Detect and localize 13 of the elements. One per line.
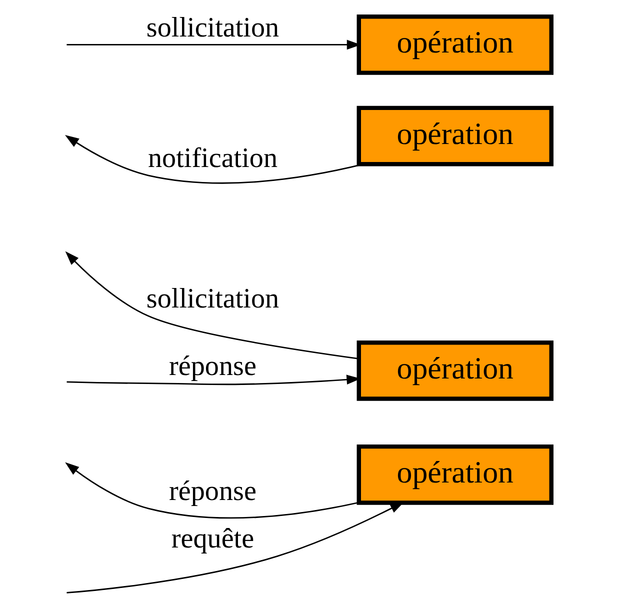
edge-label: réponse [169,350,256,382]
arrow [66,502,404,594]
edge-label: réponse [169,476,256,507]
node-box: opération [356,106,554,166]
node-box: opération [356,444,554,505]
edge-label: requête [171,524,254,555]
node-box: opération [356,14,554,75]
edge-label: notification [148,142,278,174]
node-box: opération [356,340,554,401]
edge-label: sollicitation [146,12,280,44]
arrow [65,251,359,360]
arrow [65,462,359,519]
edge-label: sollicitation [146,283,280,314]
